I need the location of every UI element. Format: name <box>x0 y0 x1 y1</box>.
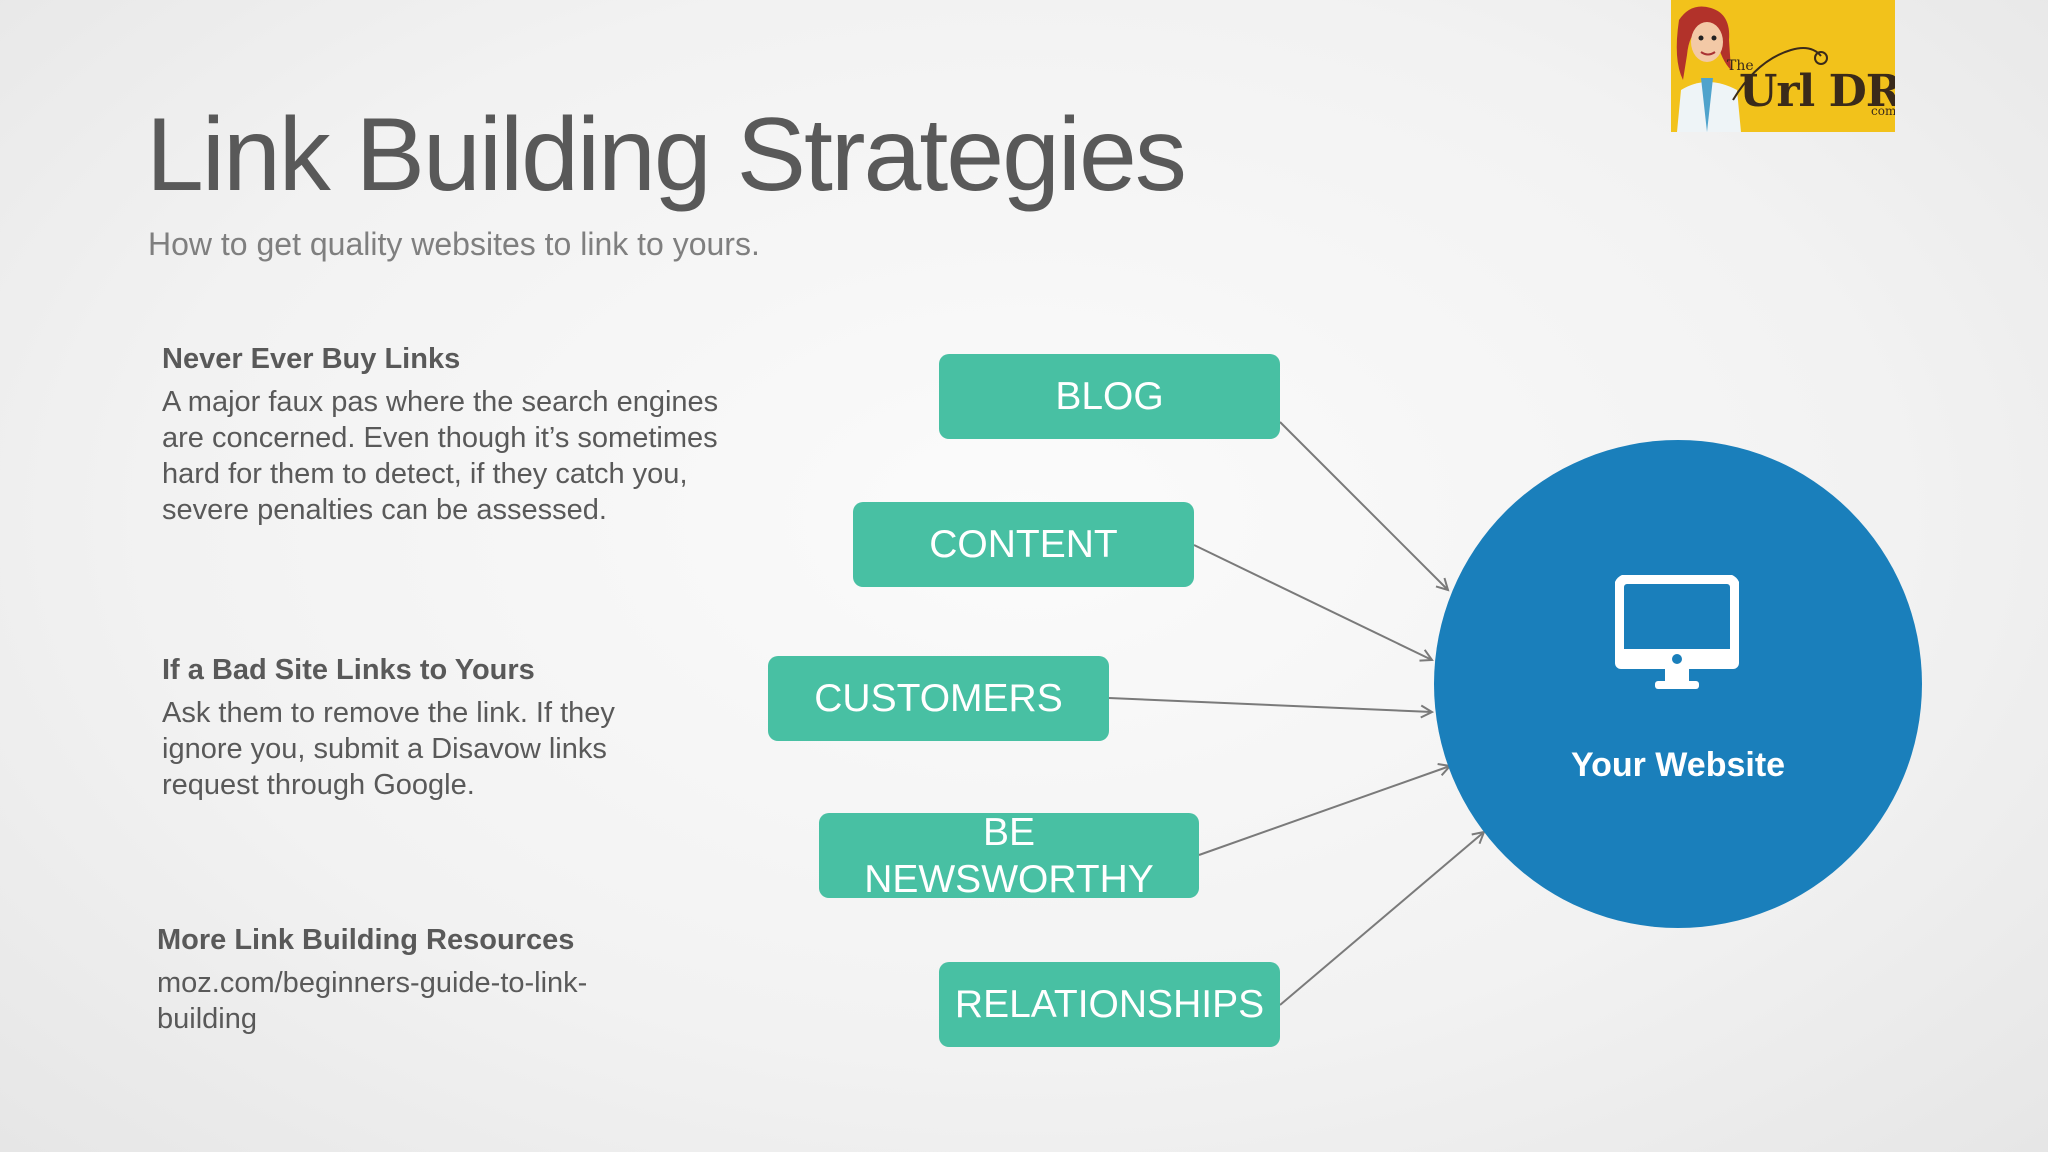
arrow-customers <box>1108 697 1432 712</box>
node-be-newsworthy: BE NEWSWORTHY <box>819 811 1199 901</box>
section-more-resources: More Link Building Resources moz.com/beg… <box>157 924 657 1037</box>
slide-title: Link Building Strategies <box>146 97 1187 213</box>
logo-text: Url DR <box>1739 66 1895 117</box>
logo-com: com <box>1871 104 1895 118</box>
slide-subtitle: How to get quality websites to link to y… <box>148 226 760 262</box>
doctor-illustration <box>1676 6 1828 132</box>
section-heading: Never Ever Buy Links <box>162 343 461 375</box>
section-heading: If a Bad Site Links to Yours <box>162 654 535 686</box>
logo-the: The <box>1727 58 1754 74</box>
node-relationships: RELATIONSHIPS <box>939 962 1280 1047</box>
section-body: A major faux pas where the search engine… <box>162 386 719 526</box>
resource-link[interactable]: moz.com/beginners-guide-to-link-building <box>157 967 588 1035</box>
arrow-relationships <box>1279 832 1484 1006</box>
arrow-content <box>1193 544 1432 660</box>
section-body: Ask them to remove the link. If they ign… <box>162 697 615 801</box>
your-website-label: Your Website <box>1570 746 1786 784</box>
url-dr-logo: The Url DR com <box>1671 0 1895 132</box>
section-heading: More Link Building Resources <box>157 924 575 956</box>
node-customers: CUSTOMERS <box>768 656 1109 741</box>
arrow-newsworthy <box>1198 766 1450 856</box>
node-blog: BLOG <box>939 354 1280 439</box>
monitor-icon <box>1615 575 1739 689</box>
arrow-blog <box>1279 421 1448 590</box>
section-bad-site-links: If a Bad Site Links to Yours Ask them to… <box>162 654 682 803</box>
node-content: CONTENT <box>853 502 1194 587</box>
section-never-buy-links: Never Ever Buy Links A major faux pas wh… <box>162 343 722 528</box>
